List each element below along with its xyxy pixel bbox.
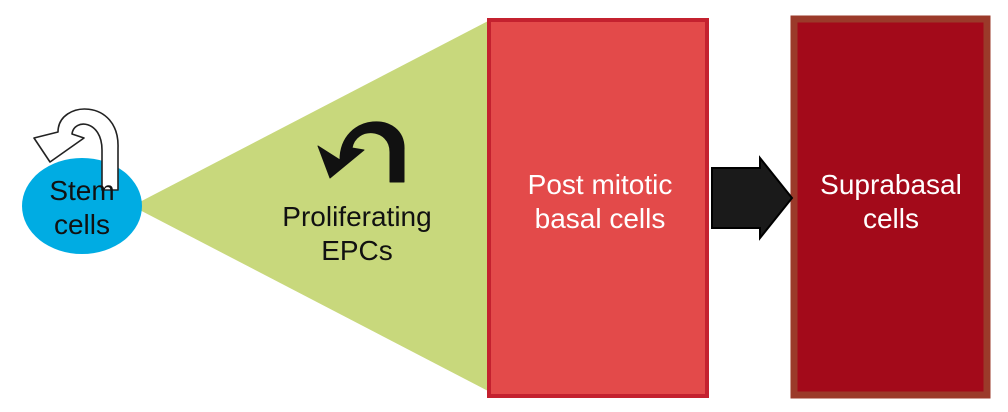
proliferating-epcs-label: Proliferating EPCs — [262, 200, 452, 268]
post-mitotic-box — [487, 18, 709, 398]
stem-label-line1: Stem — [49, 175, 115, 206]
post-mitotic-label-line2: basal cells — [534, 203, 666, 234]
epc-self-renewal-arrow-icon — [317, 121, 405, 183]
stem-label-line2: cells — [53, 209, 110, 240]
suprabasal-cells-label: Suprabasal cells — [796, 168, 986, 236]
stem-self-renewal-arrow-icon — [33, 108, 119, 191]
epc-label-line2: EPCs — [321, 235, 393, 266]
suprabasal-label-line1: Suprabasal — [820, 169, 962, 200]
post-mitotic-label-line1: Post mitotic — [527, 169, 673, 200]
epc-label-line1: Proliferating — [282, 201, 432, 232]
post-mitotic-basal-cells-label: Post mitotic basal cells — [496, 168, 704, 236]
differentiation-arrow-icon — [711, 155, 794, 241]
suprabasal-label-line2: cells — [862, 203, 919, 234]
stem-cells-label: Stem cells — [22, 174, 142, 242]
epc-triangle — [132, 20, 490, 392]
suprabasal-box — [790, 15, 991, 399]
